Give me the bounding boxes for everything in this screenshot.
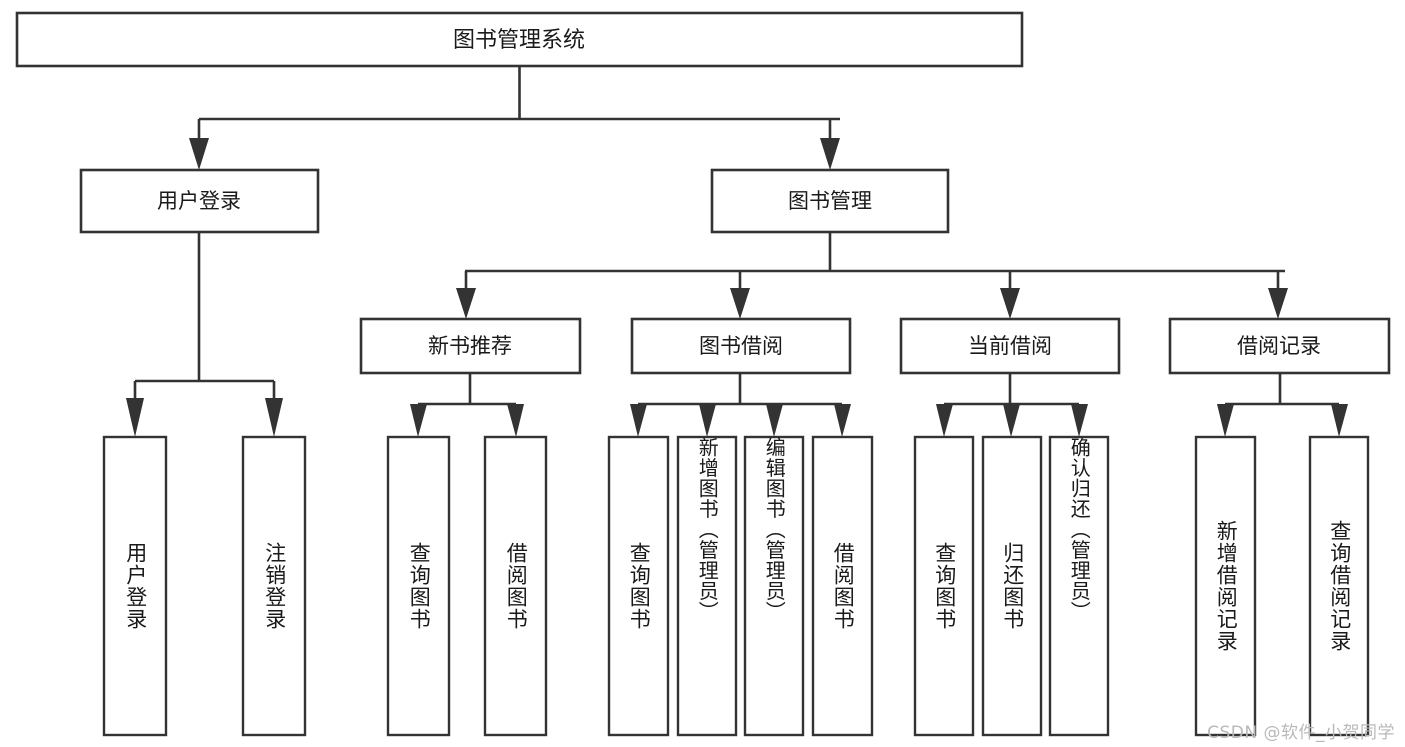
leaf-boxes-current-borrow xyxy=(913,435,1110,737)
arrow-head-leaf-query-record xyxy=(1331,404,1348,437)
leaf-box-user-login[interactable] xyxy=(102,435,168,737)
connector-bookborrow-to-leaves xyxy=(630,373,851,437)
arrow-head-leaf-query-book-1 xyxy=(410,404,427,437)
leaf-boxes-new-book-recommend xyxy=(386,435,548,737)
node-book-borrow[interactable]: 图书借阅 xyxy=(630,317,852,375)
node-user-login-label: 用户登录 xyxy=(157,189,241,213)
leaf-box-borrow-book-1[interactable] xyxy=(483,435,548,737)
node-root-box[interactable] xyxy=(15,11,1024,68)
connector-newbook-to-leaves xyxy=(410,373,524,437)
watermark-text: CSDN @软件_小贺同学 xyxy=(1207,723,1395,743)
arrow-head-book-borrow xyxy=(730,288,750,319)
leaf-box-confirm-return-admin[interactable] xyxy=(1048,435,1110,737)
arrow-head-leaf-logout xyxy=(265,398,283,437)
node-new-book-recommend[interactable]: 新书推荐 xyxy=(359,317,582,375)
node-borrow-record-box[interactable] xyxy=(1168,317,1391,375)
arrow-head-leaf-return-book xyxy=(1003,404,1020,437)
arrow-head-leaf-add-book xyxy=(699,404,716,437)
node-root[interactable]: 图书管理系统 xyxy=(15,11,1024,68)
node-borrow-record[interactable]: 借阅记录 xyxy=(1168,317,1391,375)
arrow-head-leaf-add-record xyxy=(1217,404,1234,437)
arrow-head-leaf-confirm-return xyxy=(1071,404,1088,437)
arrow-head-current-borrow xyxy=(1000,288,1020,319)
connector-root-to-level2 xyxy=(189,66,840,170)
leaf-box-logout-login[interactable] xyxy=(241,435,307,737)
node-book-manage-label: 图书管理 xyxy=(788,189,872,213)
leaf-boxes-borrow-record xyxy=(1194,435,1370,737)
arrow-head-leaf-query-book-2 xyxy=(630,404,647,437)
connector-borrowrecord-to-leaves xyxy=(1217,373,1348,437)
arrow-head-leaf-edit-book xyxy=(766,404,783,437)
node-new-book-recommend-label: 新书推荐 xyxy=(428,334,512,358)
leaf-box-add-borrow-record[interactable] xyxy=(1194,435,1257,737)
leaf-box-borrow-book-2[interactable] xyxy=(811,435,874,737)
connector-bookmanage-to-level3 xyxy=(456,232,1288,319)
connector-currentborrow-to-leaves xyxy=(936,373,1088,437)
node-book-borrow-label: 图书借阅 xyxy=(699,334,783,358)
arrow-head-new-book xyxy=(456,288,476,319)
leaf-boxes-user-login xyxy=(102,435,307,737)
arrow-head-leaf-borrow-book-1 xyxy=(507,404,524,437)
leaf-box-query-book-2[interactable] xyxy=(607,435,670,737)
leaf-box-add-book-admin[interactable] xyxy=(676,435,738,737)
arrow-head-leaf-query-book-3 xyxy=(936,404,953,437)
node-current-borrow-box[interactable] xyxy=(899,317,1121,375)
node-book-manage-box[interactable] xyxy=(710,168,950,234)
arrow-head-leaf-user-login xyxy=(126,398,144,437)
node-root-label: 图书管理系统 xyxy=(453,28,585,53)
leaf-box-edit-book-admin[interactable] xyxy=(743,435,805,737)
leaf-box-query-book-1[interactable] xyxy=(386,435,451,737)
arrow-head-user-login xyxy=(189,138,209,170)
node-book-borrow-box[interactable] xyxy=(630,317,852,375)
connector-userlogin-to-leaves xyxy=(126,232,283,437)
arrow-head-book-manage xyxy=(820,138,840,170)
node-user-login-box[interactable] xyxy=(79,168,320,234)
arrow-head-leaf-borrow-book-2 xyxy=(834,404,851,437)
node-current-borrow[interactable]: 当前借阅 xyxy=(899,317,1121,375)
leaf-box-query-borrow-record[interactable] xyxy=(1308,435,1370,737)
node-new-book-recommend-box[interactable] xyxy=(359,317,582,375)
node-user-login[interactable]: 用户登录 xyxy=(79,168,320,234)
leaf-box-query-book-3[interactable] xyxy=(913,435,975,737)
node-borrow-record-label: 借阅记录 xyxy=(1237,334,1321,358)
node-current-borrow-label: 当前借阅 xyxy=(968,334,1052,358)
leaf-box-return-book[interactable] xyxy=(981,435,1043,737)
leaf-boxes-book-borrow xyxy=(607,435,874,737)
arrow-head-borrow-record xyxy=(1268,288,1288,319)
node-book-manage[interactable]: 图书管理 xyxy=(710,168,950,234)
